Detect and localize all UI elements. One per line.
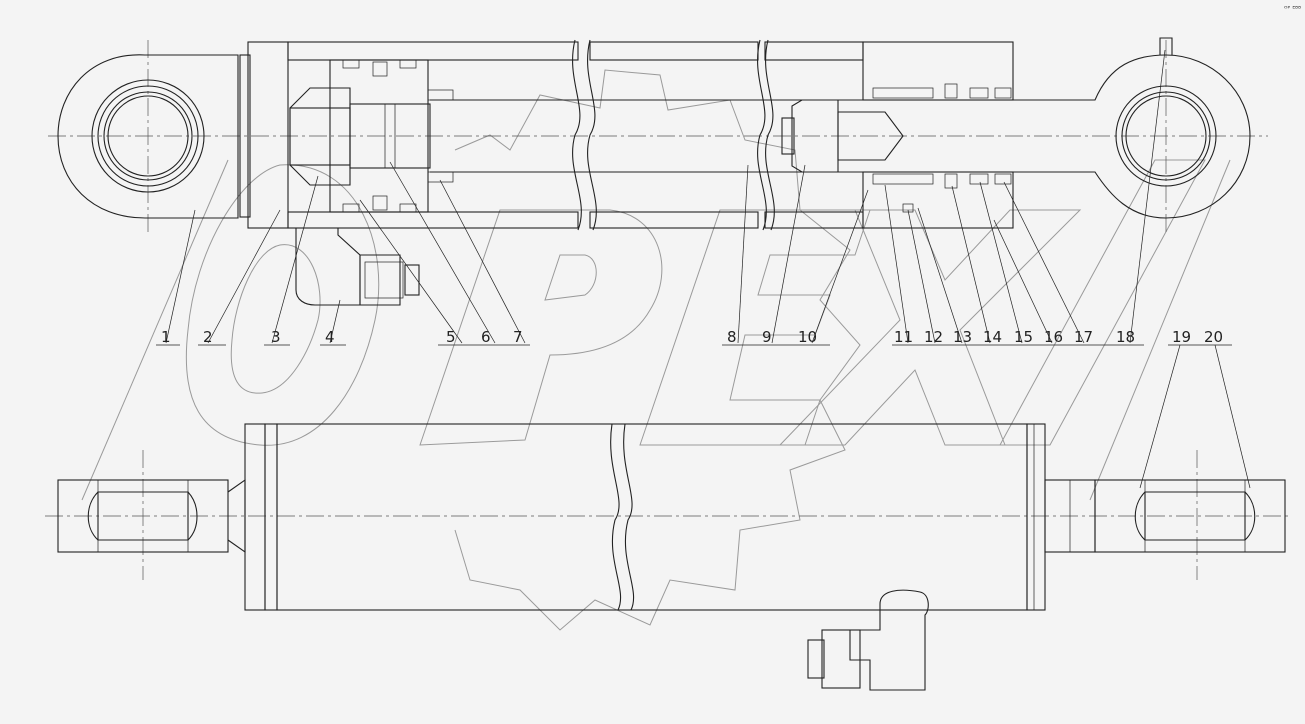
callout-8: 8 (727, 328, 737, 346)
callout-19: 19 (1172, 328, 1191, 346)
callout-3: 3 (271, 328, 281, 346)
callout-17: 17 (1074, 328, 1093, 346)
callout-14: 14 (983, 328, 1002, 346)
callout-4: 4 (325, 328, 335, 346)
callout-12: 12 (924, 328, 943, 346)
callout-10: 10 (798, 328, 817, 346)
callout-2: 2 (203, 328, 213, 346)
callout-9: 9 (762, 328, 772, 346)
callout-labels: 1 2 3 4 5 6 7 8 9 10 11 12 13 14 15 16 1… (161, 328, 1223, 346)
callout-20: 20 (1204, 328, 1223, 346)
callout-18: 18 (1116, 328, 1135, 346)
opex-watermark (81, 69, 1231, 631)
section-view (48, 37, 1268, 306)
external-view (45, 423, 1290, 691)
callout-5: 5 (446, 328, 456, 346)
callout-leaders (156, 49, 1251, 489)
callout-13: 13 (953, 328, 972, 346)
callout-11: 11 (894, 328, 913, 346)
callout-1: 1 (161, 328, 171, 346)
callout-6: 6 (481, 328, 491, 346)
callout-15: 15 (1014, 328, 1033, 346)
callout-7: 7 (513, 328, 523, 346)
callout-16: 16 (1044, 328, 1063, 346)
corner-mark: ᴼᴾ ᴱᴮᴮ (1284, 5, 1301, 13)
